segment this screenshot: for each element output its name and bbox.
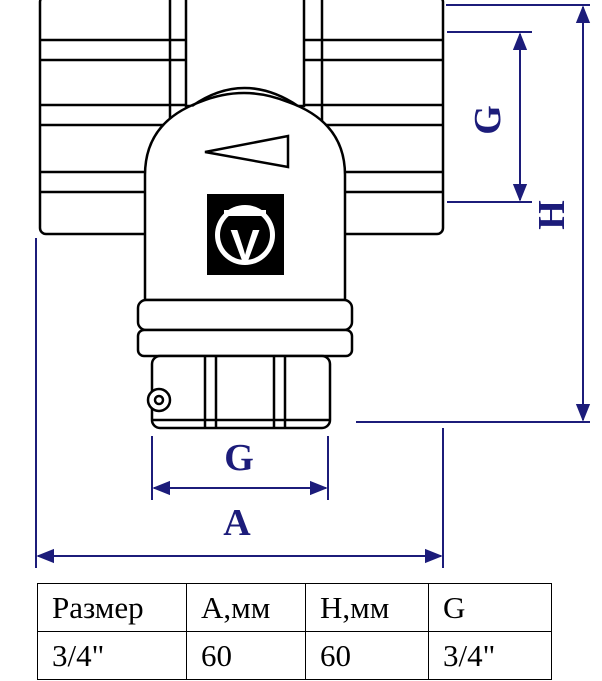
- valve-technical-drawing: V A G H G: [35, 0, 591, 568]
- spec-table: Размер A,мм H,мм G 3/4" 60 60 3/4": [37, 583, 552, 680]
- center-body: [184, 0, 306, 108]
- dim-g-bottom-label: G: [224, 437, 254, 479]
- valve-body: [38, 0, 445, 430]
- dimension-lines: [35, 4, 591, 568]
- header-g: G: [428, 583, 552, 632]
- dim-g-side-label: G: [467, 105, 509, 135]
- cell-a: 60: [186, 631, 306, 680]
- header-h: H,мм: [305, 583, 429, 632]
- header-a: A,мм: [186, 583, 306, 632]
- collar-lower: [136, 328, 354, 358]
- brand-logo: V: [207, 194, 284, 275]
- cell-size: 3/4": [37, 631, 187, 680]
- table-row: 3/4" 60 60 3/4": [37, 631, 552, 680]
- dim-a-label: A: [223, 502, 251, 544]
- dim-h-label: H: [531, 200, 573, 230]
- flow-arrow-icon: [204, 134, 290, 169]
- collar-upper: [136, 298, 354, 332]
- table-header-row: Размер A,мм H,мм G: [37, 583, 552, 632]
- cell-h: 60: [305, 631, 429, 680]
- bottom-port: [150, 354, 332, 430]
- logo-letter: V: [230, 221, 260, 270]
- cell-g: 3/4": [428, 631, 552, 680]
- header-size: Размер: [37, 583, 187, 632]
